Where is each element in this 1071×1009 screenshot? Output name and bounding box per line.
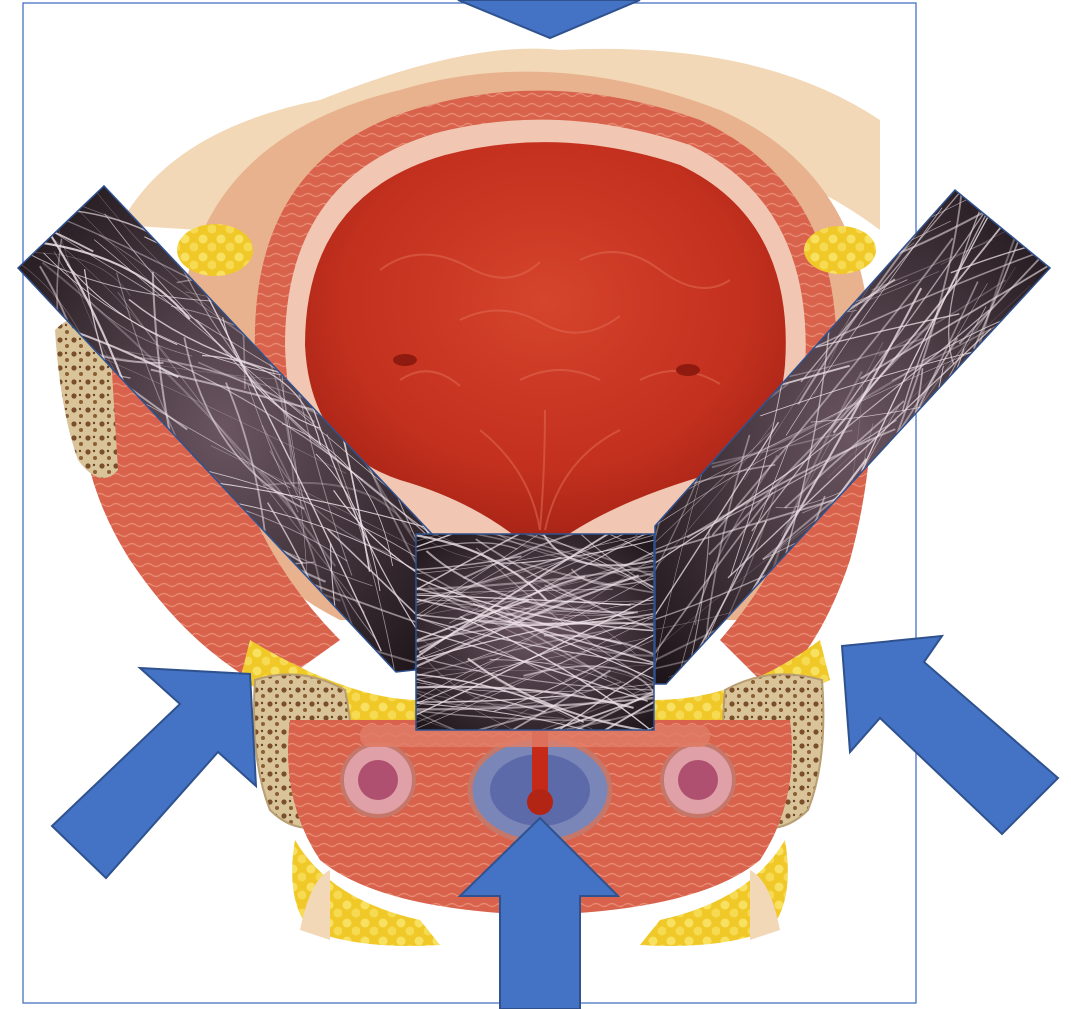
fiber-strand (0, 570, 110, 658)
fiber-strand (963, 391, 1071, 688)
fiber-strand (990, 526, 1069, 728)
fiber-strand (0, 387, 42, 549)
urethra-lumen (527, 789, 553, 815)
fiber-strand (955, 368, 1000, 630)
fiber-strand (0, 469, 109, 667)
arrow-up-left (52, 668, 256, 878)
arrow-up-right (842, 636, 1058, 834)
fiber-strand (993, 334, 1050, 691)
fiber-strand (996, 389, 1071, 646)
fiber-strand (937, 523, 1024, 625)
ureteric-orifice-right (676, 364, 700, 376)
fiber-strand (880, 461, 995, 530)
fat-right-upper (804, 226, 876, 274)
fiber-strand (880, 495, 1071, 592)
fiber-strand (15, 469, 103, 616)
fiber-strand (933, 528, 1071, 650)
fiber-strand (989, 383, 1071, 632)
fiber-strand (850, 495, 1015, 616)
fiber-strand (979, 443, 1042, 578)
fiber-strand (843, 560, 960, 647)
right-vessel-core (678, 760, 718, 800)
fiber-strand (856, 465, 1071, 623)
fiber-strand (933, 387, 1071, 583)
fiber-strand (1004, 318, 1071, 548)
arrow-down-top (458, 0, 640, 38)
left-vessel-core (358, 760, 398, 800)
fiber-strand (982, 451, 1071, 550)
fat-left-upper (177, 224, 253, 276)
fiber-strand (942, 436, 1071, 493)
fiber-strand (947, 372, 997, 504)
ureteric-orifice-left (393, 354, 417, 366)
fiber-strand (898, 425, 1065, 644)
fiber-strand (900, 524, 1036, 622)
